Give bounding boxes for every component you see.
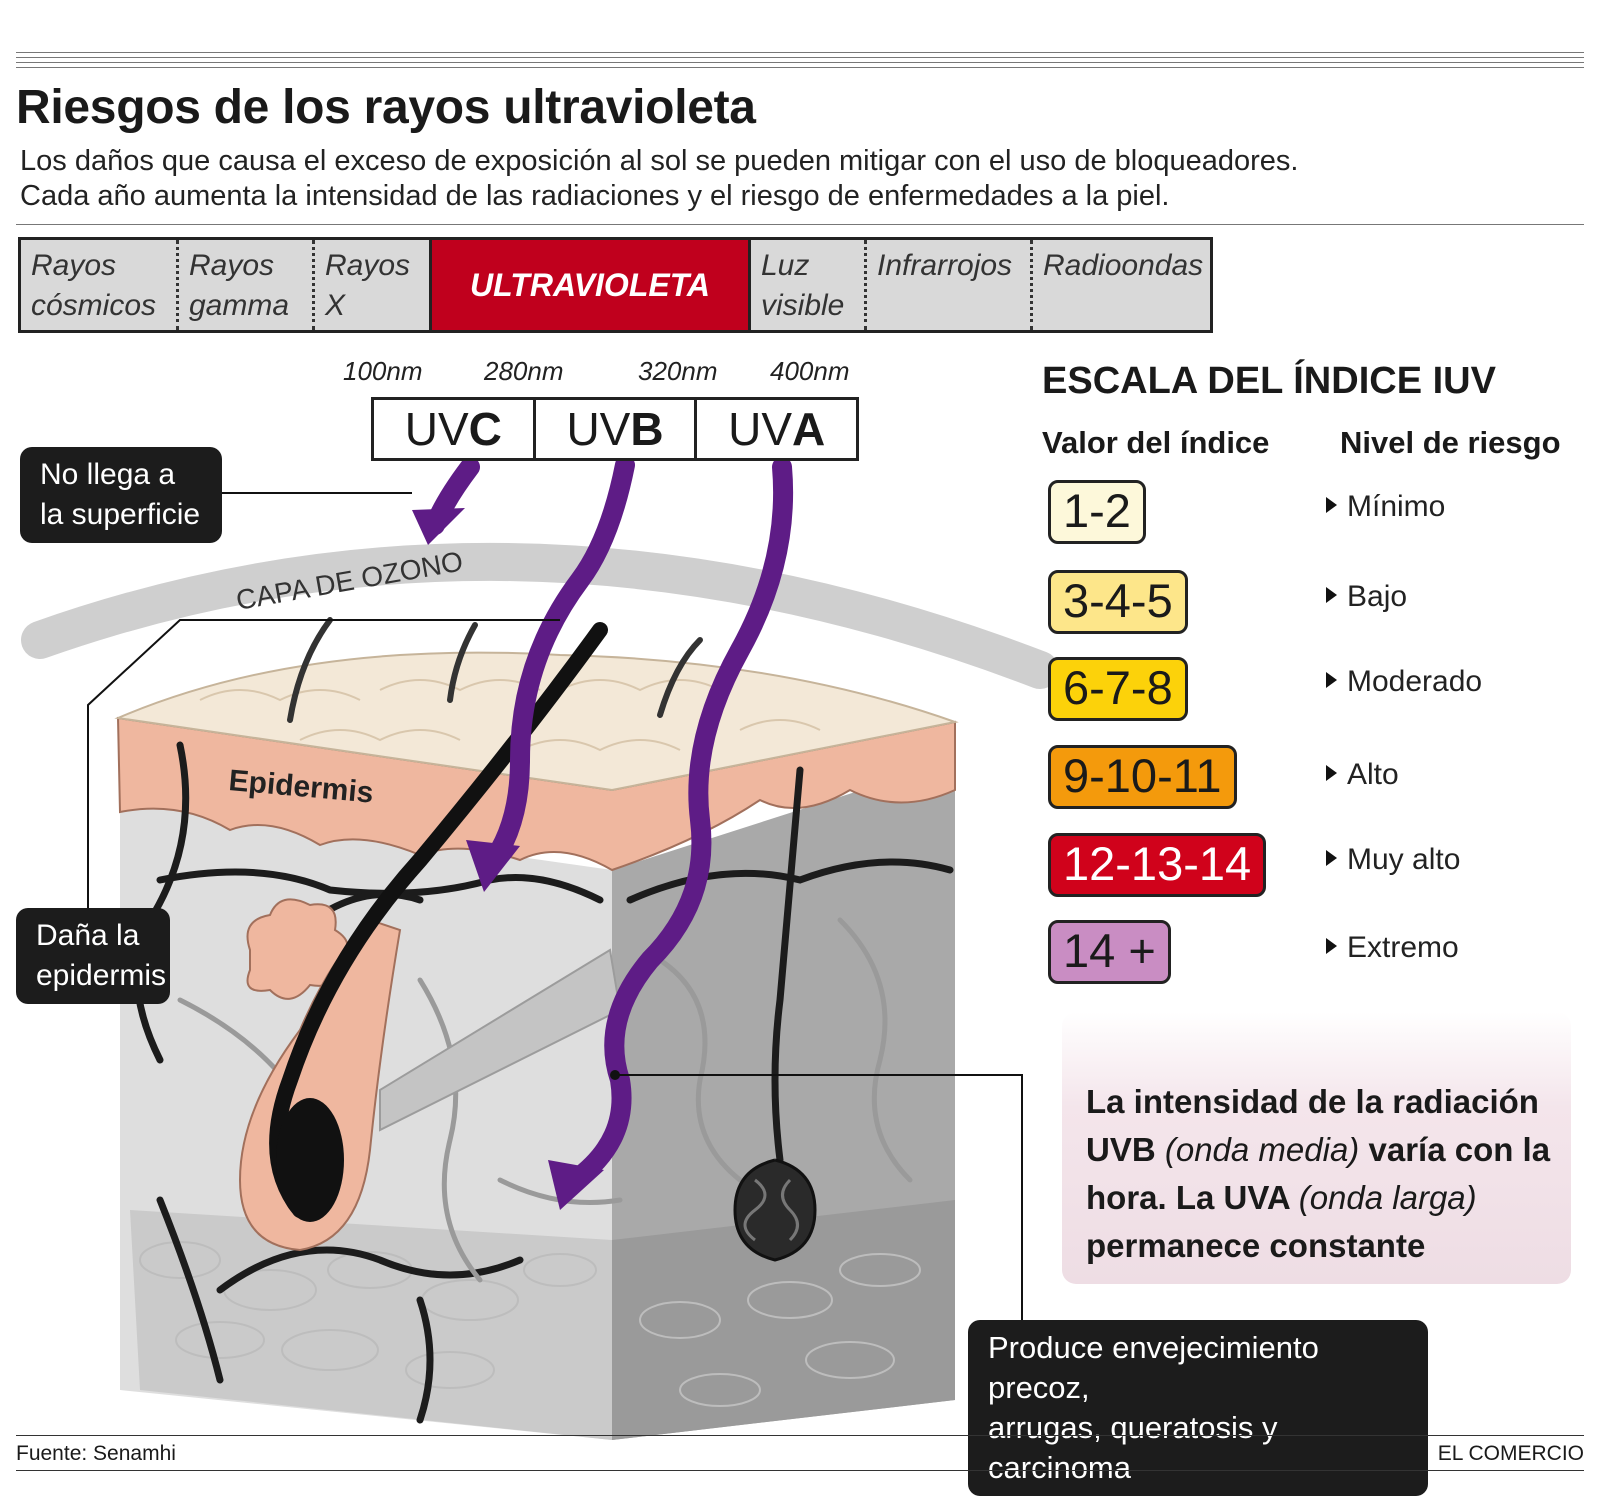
uvb-arrow-head: [466, 840, 520, 892]
subtitle-rule: [16, 224, 1584, 225]
uva-arrow-shaft: [565, 457, 794, 1190]
spectrum-band-cosmic: Rayos cósmicos: [21, 240, 179, 330]
band-label: cósmicos: [31, 289, 157, 322]
uvb-arrow-shaft: [485, 455, 635, 868]
band-label: visible: [761, 289, 845, 322]
epidermis-layer: [116, 716, 956, 872]
subtitle-line-1: Los daños que causa el exceso de exposic…: [20, 145, 1299, 177]
band-label: Rayos: [325, 249, 411, 282]
top-rule: [16, 62, 1584, 63]
wavelength-label: 280nm: [484, 356, 564, 386]
leader-lines: [87, 492, 1023, 1320]
risk-level: Mínimo: [1326, 490, 1445, 524]
scale-column-risk: Nivel de riesgo: [1340, 425, 1561, 460]
bullet-triangle-icon: [1326, 850, 1337, 866]
band-label: Luz: [761, 249, 810, 282]
bullet-triangle-icon: [1326, 765, 1337, 781]
scale-title: ESCALA DEL ÍNDICE IUV: [1042, 360, 1496, 402]
callout-line: Daña la: [36, 919, 140, 952]
risk-level: Extremo: [1326, 931, 1459, 965]
callout-line: No llega a: [40, 458, 176, 491]
callout-dana-epidermis: Daña la epidermis: [16, 908, 170, 1004]
top-rule: [16, 67, 1584, 68]
band-label: Rayos: [189, 249, 275, 282]
spectrum-band-ultraviolet: ULTRAVIOLETA: [429, 240, 751, 330]
uva-arrow-head: [548, 1160, 604, 1210]
top-rule: [16, 52, 1584, 53]
ozone-layer-band: [21, 542, 1059, 689]
callout-line: arrugas, queratosis y carcinoma: [988, 1410, 1278, 1485]
wavelength-label: 400nm: [770, 356, 850, 386]
uvc-arrow-head: [412, 508, 465, 545]
callout-no-llega: No llega a la superficie: [20, 447, 222, 543]
band-label: Infrarrojos: [877, 249, 1013, 282]
spectrum-band-xray: Rayos X: [315, 240, 429, 330]
info-box: [1062, 1012, 1571, 1284]
risk-level: Muy alto: [1326, 843, 1460, 877]
wavelength-label: 320nm: [638, 356, 718, 386]
risk-level: Bajo: [1326, 580, 1407, 614]
wavelength-label: 100nm: [343, 356, 423, 386]
hair-bulb: [276, 1098, 344, 1222]
callout-produce: Produce envejecimiento precoz, arrugas, …: [968, 1320, 1428, 1496]
band-label: Rayos: [31, 249, 117, 282]
bullet-triangle-icon: [1326, 497, 1337, 513]
surface-hairs: [287, 617, 703, 723]
leader-dot: [610, 1070, 620, 1080]
callout-line: epidermis: [36, 959, 167, 992]
risk-level: Moderado: [1326, 665, 1482, 699]
uv-index-pill: 6-7-8: [1048, 657, 1188, 721]
bullet-triangle-icon: [1326, 938, 1337, 954]
band-label: X: [325, 289, 346, 322]
subtitle-line-2: Cada año aumenta la intensidad de las ra…: [20, 180, 1170, 212]
info-text: La intensidad de la radiación UVB (onda …: [1086, 1083, 1551, 1264]
footer-rule: [16, 1470, 1584, 1471]
electromagnetic-spectrum: Rayos cósmicos Rayos gamma Rayos X ULTRA…: [18, 237, 1213, 333]
fat-cells: [139, 1241, 921, 1407]
scale-column-value: Valor del índice: [1042, 425, 1270, 460]
uv-index-pill: 12-13-14: [1048, 833, 1267, 897]
footer-rule: [16, 1435, 1584, 1436]
uv-index-pill: 3-4-5: [1048, 570, 1188, 634]
bullet-triangle-icon: [1326, 672, 1337, 688]
fat-layer-side: [612, 1200, 955, 1440]
callout-line: Produce envejecimiento precoz,: [988, 1330, 1319, 1405]
spectrum-band-gamma: Rayos gamma: [179, 240, 315, 330]
spectrum-band-infrared: Infrarrojos: [867, 240, 1033, 330]
page-title: Riesgos de los rayos ultravioleta: [16, 81, 756, 134]
sweat-gland: [733, 1158, 817, 1262]
publisher-credit: EL COMERCIO: [1437, 1442, 1584, 1465]
spectrum-band-radio: Radioondas: [1033, 240, 1210, 330]
top-rule: [16, 57, 1584, 58]
callout-line: la superficie: [40, 498, 201, 531]
uv-index-pill: 9-10-11: [1048, 745, 1237, 809]
uv-index-pill: 14 +: [1048, 920, 1171, 984]
uv-index-pill: 1-2: [1048, 480, 1146, 544]
source-credit: Fuente: Senamhi: [16, 1442, 176, 1465]
risk-level: Alto: [1326, 758, 1399, 792]
spectrum-band-visible: Luz visible: [751, 240, 867, 330]
band-label: gamma: [189, 289, 290, 322]
band-label: Radioondas: [1043, 249, 1204, 282]
surface-texture: [199, 679, 821, 752]
band-label: ULTRAVIOLETA: [470, 267, 710, 303]
sweat-gland-coil: [743, 1178, 799, 1242]
bullet-triangle-icon: [1326, 587, 1337, 603]
